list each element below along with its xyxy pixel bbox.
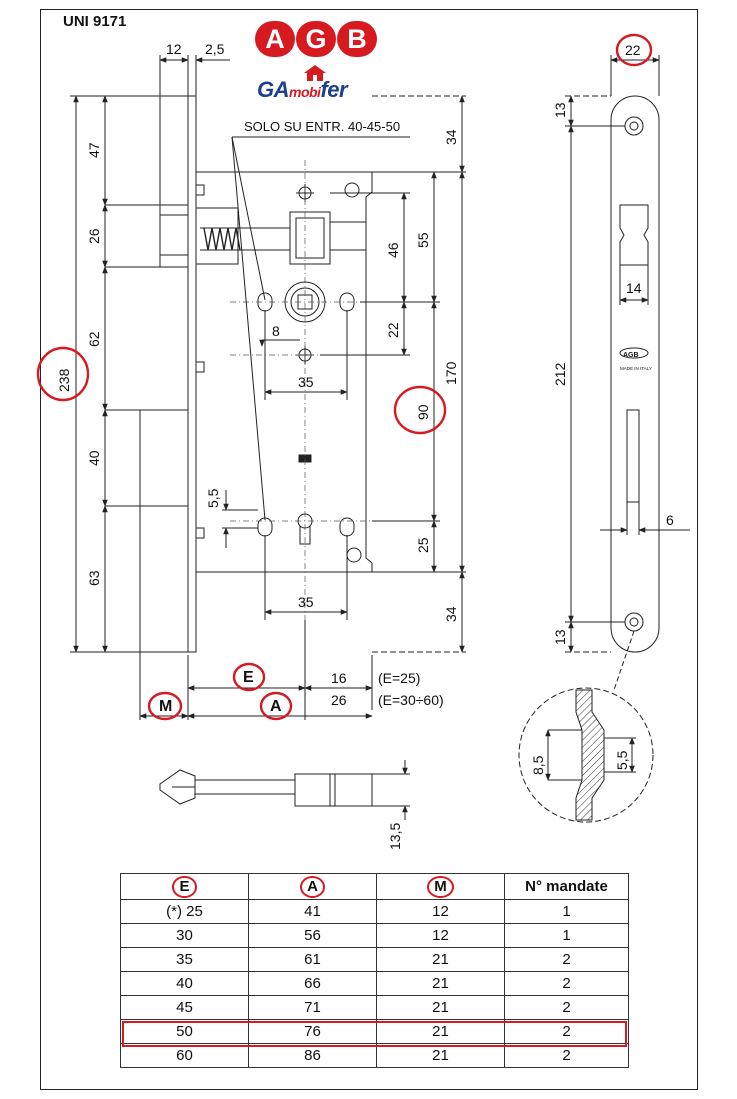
dim-238: 238 — [56, 368, 72, 392]
plate-made-in-italy: MADE IN ITALY — [620, 366, 652, 371]
dim-14: 14 — [626, 280, 642, 296]
dim-63: 63 — [86, 570, 102, 586]
dim-phi-5-5: 5,5 — [614, 750, 630, 770]
key-detail — [159, 760, 410, 820]
logo-letter-g: G — [296, 21, 336, 57]
left-dim-labels: 47 26 62 40 63 238 12 2,5 — [56, 41, 225, 586]
dim-26: 26 — [86, 228, 102, 244]
header-m: M — [376, 873, 505, 900]
strike-plate-dim-labels: 22 13 212 13 14 6 — [552, 42, 674, 645]
header-mandate: N° mandate — [504, 873, 629, 900]
dim-phi-8-5: 8,5 — [530, 755, 546, 775]
dim-2-5: 2,5 — [205, 41, 225, 57]
dim-6: 6 — [666, 512, 674, 528]
left-dimensions — [70, 55, 230, 653]
label-e30: (E=30÷60) — [378, 692, 444, 708]
dim-26-b: 26 — [331, 692, 347, 708]
dim-55: 55 — [415, 232, 431, 248]
dim-5-5: 5,5 — [205, 488, 221, 508]
dim-25: 25 — [415, 537, 431, 553]
dim-34-top: 34 — [443, 129, 459, 145]
strike-plate-text: AGB MADE IN ITALY — [620, 352, 652, 371]
drawing-frame — [40, 9, 698, 1090]
dim-212: 212 — [552, 362, 568, 386]
label-a: A — [270, 698, 282, 715]
dim-35-b: 35 — [298, 594, 314, 610]
dim-47: 47 — [86, 142, 102, 158]
label-m: M — [159, 698, 172, 715]
logo-letter-a: A — [255, 21, 295, 57]
dim-16: 16 — [331, 670, 347, 686]
header-e: E — [120, 873, 249, 900]
label-e25: (E=25) — [378, 670, 420, 686]
strike-plate — [610, 95, 660, 653]
dim-35-a: 35 — [298, 374, 314, 390]
dim-170: 170 — [443, 361, 459, 385]
strike-plate-dimensions — [565, 55, 690, 653]
dealer-logo: GAmobifer — [257, 77, 348, 102]
screw-detail-labels: 8,5 5,5 — [530, 750, 630, 775]
horizontal-dim-labels: 35 35 8 5,5 16 26 (E=25) (E=30÷60) SOLO … — [159, 119, 444, 715]
dim-40: 40 — [86, 450, 102, 466]
dim-13-top: 13 — [552, 102, 568, 118]
dim-8: 8 — [272, 323, 280, 339]
plate-brand: AGB — [623, 352, 639, 359]
logo-letter-b: B — [337, 21, 377, 57]
dim-46: 46 — [385, 242, 401, 258]
right-dimensions — [320, 95, 466, 653]
dim-13-bottom: 13 — [552, 629, 568, 645]
dim-62: 62 — [86, 331, 102, 347]
right-dim-labels: 34 55 46 22 170 90 25 34 — [385, 129, 459, 622]
lock-body — [139, 95, 373, 653]
screw-detail — [518, 630, 654, 823]
dim-90: 90 — [415, 404, 431, 420]
dim-13-5: 13,5 — [387, 823, 403, 850]
standard-label: UNI 9171 — [63, 13, 127, 30]
label-e: E — [243, 669, 254, 686]
dim-34-bottom: 34 — [443, 606, 459, 622]
table-header-row: E A M N° mandate — [120, 873, 629, 900]
header-a: A — [248, 873, 377, 900]
dim-22: 22 — [385, 322, 401, 338]
horizontal-dimensions — [139, 136, 410, 720]
agb-logo: A G B GAmobifer — [253, 19, 379, 107]
highlight-rings — [36, 33, 653, 721]
dim-12: 12 — [166, 41, 182, 57]
dim-22-plate: 22 — [625, 42, 641, 58]
note-solo-su-entr: SOLO SU ENTR. 40-45-50 — [244, 119, 400, 134]
house-icon — [304, 65, 326, 81]
